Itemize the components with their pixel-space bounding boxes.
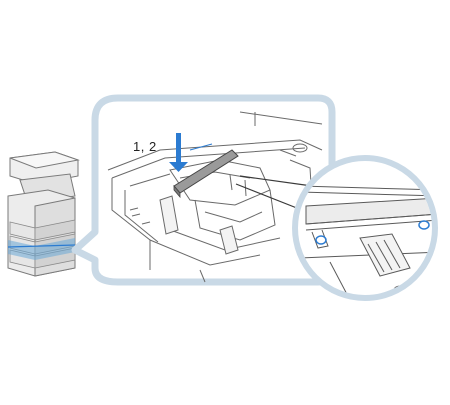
- magnified-detail: [292, 155, 438, 301]
- zoom-callout-frame: [71, 94, 336, 286]
- photocopier-illustration: [7, 151, 80, 277]
- left-pin-marker: [315, 235, 327, 245]
- highlighted-drawer: [8, 238, 75, 260]
- step-label: 1, 2: [133, 139, 157, 154]
- right-pin-marker: [418, 220, 430, 230]
- guide-plate: [173, 149, 239, 199]
- paper-tray-closeup: [107, 111, 323, 283]
- downward-arrow-icon: [169, 133, 213, 172]
